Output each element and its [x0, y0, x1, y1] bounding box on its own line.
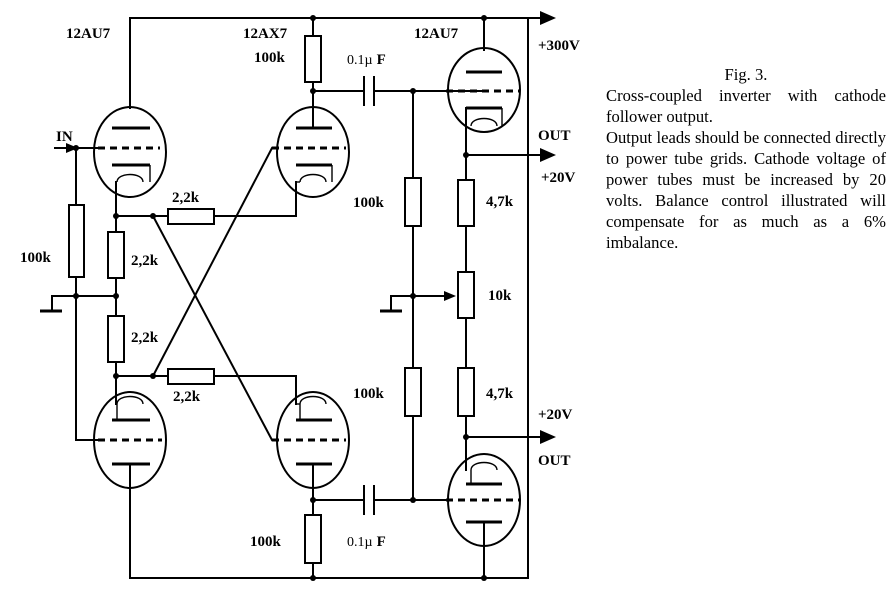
- label-r-cathode-bottom: 2,2k: [131, 330, 159, 346]
- supply-rail: [129, 11, 556, 579]
- resistor-out-bottom: [457, 367, 475, 417]
- label-input: IN: [56, 129, 73, 145]
- figure-caption: Fig. 3. Cross-coupled inverter with cath…: [606, 64, 886, 253]
- resistor-cross-bottom: [167, 368, 215, 385]
- resistor-plate-bottom: [304, 514, 322, 564]
- label-supply: +300V: [538, 38, 580, 54]
- label-r-out-top: 4,7k: [486, 194, 514, 210]
- resistor-input: [68, 204, 85, 278]
- resistor-cross-top: [167, 208, 215, 225]
- label-tube-mid: 12AX7: [243, 26, 288, 42]
- capacitor-bottom: [312, 485, 447, 515]
- resistor-grid-bottom: [404, 367, 422, 417]
- grid-network: [380, 90, 456, 501]
- label-r-cross-bottom: 2,2k: [173, 389, 201, 405]
- cross-coupling: [115, 146, 297, 442]
- label-r-grid-bottom: 100k: [353, 386, 385, 402]
- label-tube-right: 12AU7: [414, 26, 459, 42]
- ground-left: [40, 293, 119, 313]
- tube-right-top: [446, 15, 556, 471]
- label-tube-left: 12AU7: [66, 26, 111, 42]
- potentiometer-balance: [457, 271, 475, 319]
- caption-title: Cross-coupled inverter with cathode foll…: [606, 86, 886, 126]
- label-r-grid-top: 100k: [353, 195, 385, 211]
- resistor-cathode-bottom: [107, 315, 125, 363]
- tube-left-top: [93, 17, 167, 217]
- label-pot: 10k: [488, 288, 512, 304]
- capacitor-top: [312, 76, 485, 106]
- tube-right-bottom: [446, 453, 521, 581]
- cathode-chain: [107, 213, 125, 405]
- tube-mid-top: [272, 15, 350, 198]
- resistor-out-top: [457, 179, 475, 227]
- label-out-top: OUT: [538, 128, 571, 144]
- label-r-plate-top: 100k: [254, 50, 286, 66]
- label-r-cross-top: 2,2k: [172, 190, 200, 206]
- resistor-plate-top: [304, 35, 322, 83]
- tube-left-bottom: [93, 391, 167, 579]
- resistor-cathode-top: [107, 231, 125, 279]
- label-bias-top: +20V: [541, 170, 576, 186]
- label-r-cathode-top: 2,2k: [131, 253, 159, 269]
- label-r-out-bottom: 4,7k: [486, 386, 514, 402]
- input-node: [54, 143, 99, 441]
- label-r-input: 100k: [20, 250, 52, 266]
- label-bias-bottom: +20V: [538, 407, 573, 423]
- figure-number: Fig. 3.: [724, 65, 768, 84]
- caption-body: Output leads should be connected directl…: [606, 128, 886, 252]
- resistor-grid-top: [404, 177, 422, 227]
- label-out-bottom: OUT: [538, 453, 571, 469]
- tube-mid-bottom: [272, 391, 350, 581]
- label-r-plate-bottom: 100k: [250, 534, 282, 550]
